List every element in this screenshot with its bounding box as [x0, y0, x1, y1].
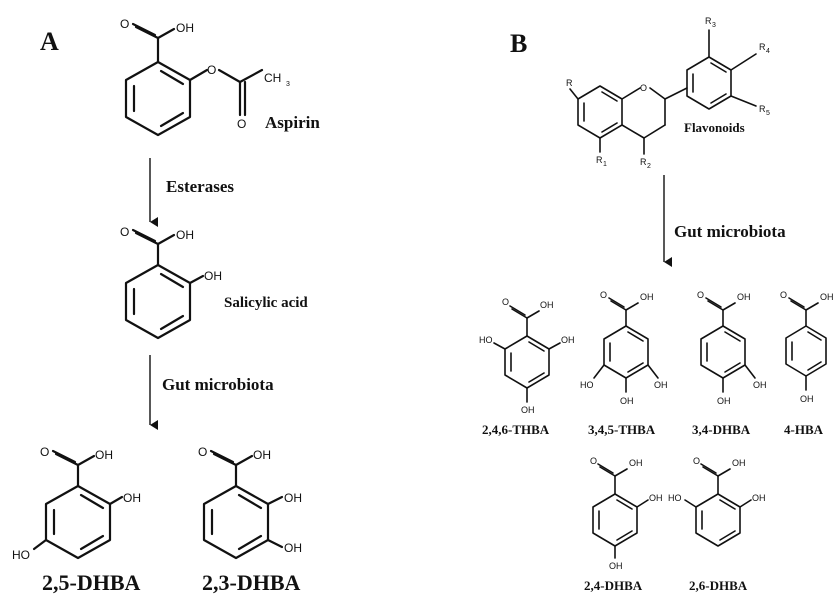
atom-o: O: [40, 445, 49, 459]
atom-r1-subscript: 1: [603, 161, 607, 168]
thba-246-label: 2,4,6-THBA: [482, 422, 550, 437]
atom-ho: HO: [12, 548, 30, 562]
atom-oh: OH: [284, 491, 302, 505]
thba-345-label: 3,4,5-THBA: [588, 422, 656, 437]
atom-oh: OH: [95, 448, 113, 462]
aspirin-structure: O OH O CH 3 O: [120, 17, 290, 137]
atom-ch: CH: [264, 71, 281, 85]
gut-microbiota-label-a: Gut microbiota: [162, 375, 274, 394]
dhba-25-structure: O OH OH HO: [12, 445, 141, 562]
atom-oh: OH: [640, 292, 654, 302]
esterases-label: Esterases: [166, 177, 234, 196]
atom-oh: OH: [176, 228, 194, 242]
atom-r: R: [566, 78, 573, 88]
hba-4-label: 4-HBA: [784, 422, 824, 437]
atom-oh: OH: [253, 448, 271, 462]
atom-r2-subscript: 2: [647, 163, 651, 170]
atom-oh: OH: [540, 300, 554, 310]
atom-o: O: [697, 290, 704, 300]
thba-246-structure: O OH OH HO OH: [479, 297, 575, 415]
atom-oh: OH: [737, 292, 751, 302]
atom-o: O: [502, 297, 509, 307]
atom-o: O: [590, 456, 597, 466]
dhba-26-label: 2,6-DHBA: [689, 578, 748, 593]
dhba-26-structure: O OH OH HO: [668, 456, 766, 547]
atom-oh: OH: [123, 491, 141, 505]
atom-o: O: [198, 445, 207, 459]
atom-oh: OH: [284, 541, 302, 555]
atom-r4: R: [759, 42, 766, 52]
atom-r3-subscript: 3: [712, 22, 716, 29]
atom-oh: OH: [176, 21, 194, 35]
atom-oh: OH: [521, 405, 535, 415]
atom-r5-subscript: 5: [766, 110, 770, 117]
atom-o: O: [120, 225, 129, 239]
hba-4-structure: O OH OH: [780, 290, 834, 404]
atom-oh: OH: [732, 458, 746, 468]
atom-ho: HO: [668, 493, 682, 503]
atom-oh: OH: [752, 493, 766, 503]
dhba-34-label: 3,4-DHBA: [692, 422, 751, 437]
dhba-23-structure: O OH OH OH: [198, 445, 302, 560]
atom-oh: OH: [800, 394, 814, 404]
atom-oh: OH: [717, 396, 731, 406]
flavonoids-label: Flavonoids: [684, 120, 745, 135]
atom-oh: OH: [629, 458, 643, 468]
flavonoid-structure: O R R 1 R 2 R 3 R 4 R 5: [566, 16, 770, 170]
atom-ho: HO: [479, 335, 493, 345]
atom-o: O: [207, 63, 216, 77]
salicylic-acid-label: Salicylic acid: [224, 295, 308, 311]
dhba-24-label: 2,4-DHBA: [584, 578, 643, 593]
atom-oh: OH: [204, 269, 222, 283]
atom-r1: R: [596, 155, 603, 165]
dhba-23-label: 2,3-DHBA: [202, 570, 301, 595]
atom-ho: HO: [580, 380, 594, 390]
atom-r2: R: [640, 157, 647, 167]
atom-oh: OH: [561, 335, 575, 345]
atom-oh: OH: [620, 396, 634, 406]
atom-oh: OH: [753, 380, 767, 390]
aspirin-label: Aspirin: [265, 113, 320, 132]
dhba-25-label: 2,5-DHBA: [42, 570, 141, 595]
panel-label-a: A: [40, 27, 59, 56]
atom-o: O: [120, 17, 129, 31]
atom-oh: OH: [820, 292, 834, 302]
gut-microbiota-label-b: Gut microbiota: [674, 222, 786, 241]
salicylic-acid-structure: O OH OH: [120, 225, 222, 340]
atom-o: O: [693, 456, 700, 466]
thba-345-structure: O OH HO OH OH: [580, 290, 668, 406]
dhba-24-structure: O OH OH OH: [590, 456, 663, 571]
atom-subscript: 3: [286, 81, 290, 88]
dhba-34-structure: O OH OH OH: [697, 290, 767, 406]
atom-o: O: [640, 83, 647, 93]
panel-label-b: B: [510, 29, 527, 58]
atom-o: O: [780, 290, 787, 300]
atom-r4-subscript: 4: [766, 48, 770, 55]
atom-r5: R: [759, 104, 766, 114]
atom-oh: OH: [649, 493, 663, 503]
atom-oh: OH: [609, 561, 623, 571]
atom-o: O: [237, 117, 246, 131]
atom-oh: OH: [654, 380, 668, 390]
atom-o: O: [600, 290, 607, 300]
atom-r3: R: [705, 16, 712, 26]
